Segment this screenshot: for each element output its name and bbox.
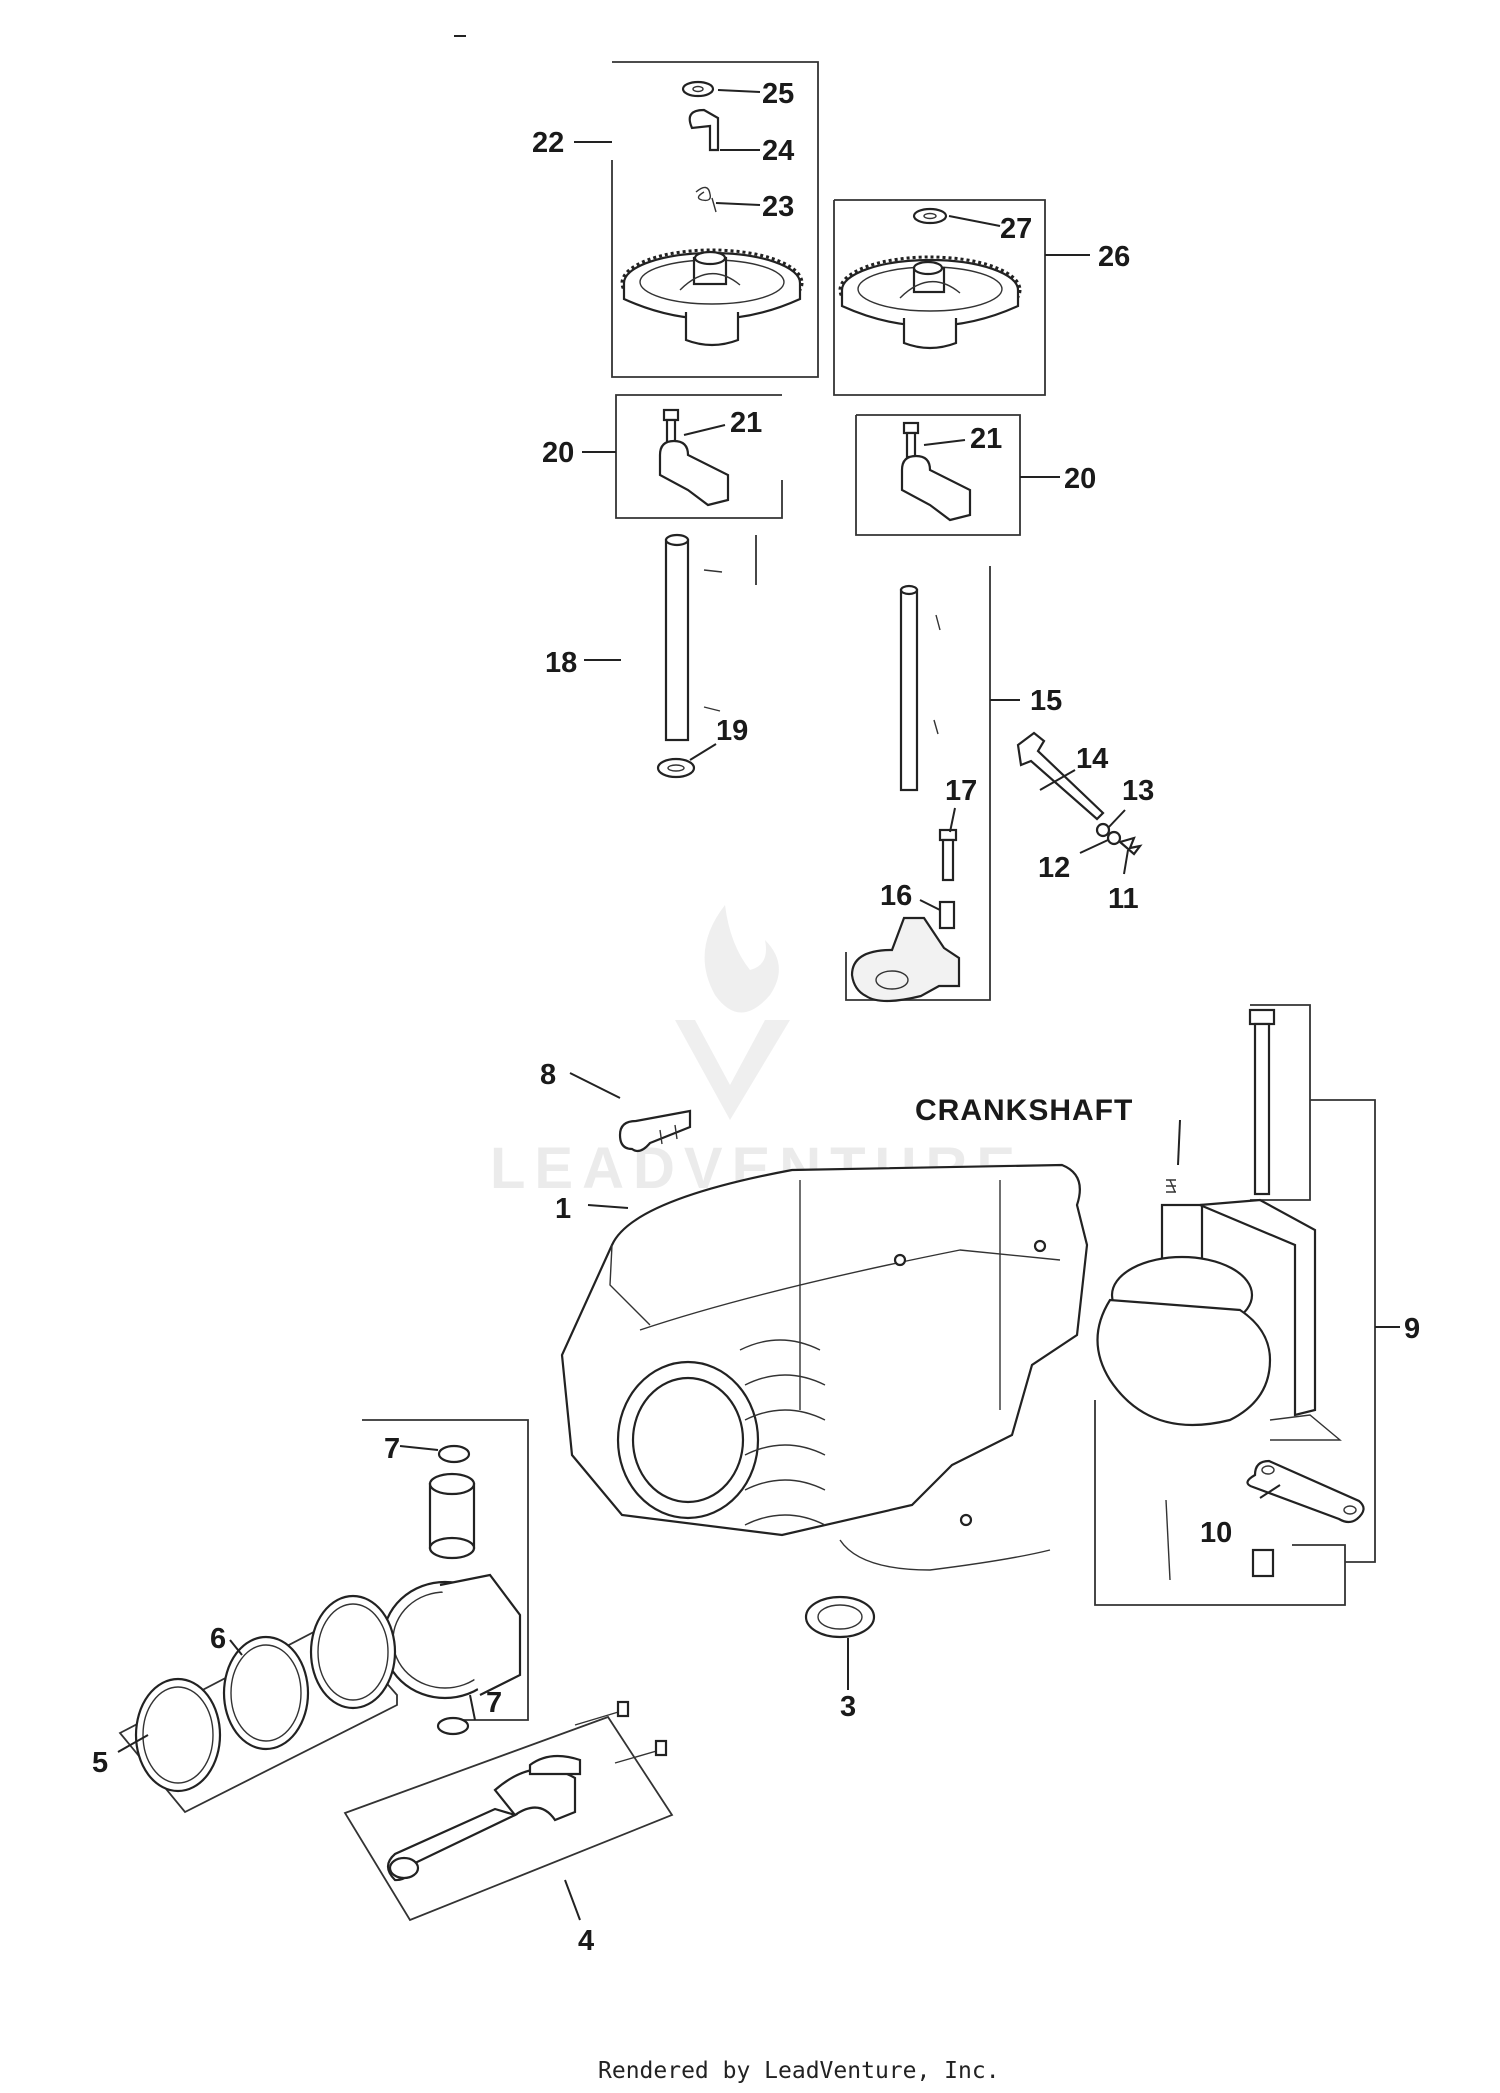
- crankshaft-label: CRANKSHAFT: [915, 1094, 1133, 1127]
- box-rings: [118, 1620, 398, 1814]
- part-link-10: [1246, 1459, 1365, 1524]
- callout-1: 1: [555, 1193, 571, 1225]
- callout-22: 22: [532, 127, 564, 159]
- callout-25: 25: [762, 78, 794, 110]
- part-breather-8: [618, 1109, 692, 1153]
- part-crankshaft: [1096, 1179, 1342, 1441]
- part-connecting-rod-4: [386, 1700, 668, 1882]
- callout-21-right: 21: [970, 423, 1002, 455]
- part-washer-27: [912, 207, 948, 225]
- callout-6: 6: [210, 1623, 226, 1655]
- callout-24: 24: [762, 135, 794, 167]
- watermark-v-icon: [675, 1020, 790, 1120]
- box-26: [833, 199, 1046, 396]
- part-seal-3: [804, 1595, 876, 1639]
- callout-15: 15: [1030, 685, 1062, 717]
- leader-lines: [117, 89, 1400, 1921]
- callout-8: 8: [540, 1059, 556, 1091]
- callout-19: 19: [716, 715, 748, 747]
- part-lever-24: [688, 108, 720, 152]
- part-pin-16: [938, 900, 956, 930]
- part-clip-7-top: [437, 1444, 471, 1464]
- part-crankcase-1: [560, 1163, 1089, 1571]
- callout-20-left: 20: [542, 437, 574, 469]
- callout-23: 23: [762, 191, 794, 223]
- callout-4: 4: [578, 1925, 594, 1957]
- part-bolt-9: [1248, 1008, 1276, 1196]
- crankshaft-key: [1166, 1179, 1176, 1193]
- part-ring-6-b: [309, 1594, 397, 1710]
- callout-13: 13: [1122, 775, 1154, 807]
- box-22: [611, 61, 819, 378]
- part-pump-housing: [850, 916, 961, 1003]
- part-ring-5: [134, 1677, 222, 1793]
- callout-7-top: 7: [384, 1433, 400, 1465]
- footer-text: Rendered by LeadVenture, Inc.: [598, 2058, 1000, 2084]
- part-clip-11: [1117, 836, 1143, 856]
- callout-10: 10: [1200, 1517, 1232, 1549]
- box-15: [845, 566, 991, 1001]
- part-ring-6-a: [222, 1635, 310, 1751]
- box-9-bolt: [1250, 1004, 1311, 1201]
- part-gear-22: [620, 248, 804, 347]
- part-washer-13: [1095, 822, 1111, 838]
- watermark-flame-icon: [704, 905, 779, 1013]
- bracket-9: [1310, 1099, 1376, 1563]
- callout-labels: 25 24 23 22 27 26 21 20 21 20 18 19 15 1…: [92, 78, 1420, 1957]
- callout-9: 9: [1404, 1313, 1420, 1345]
- callout-12: 12: [1038, 852, 1070, 884]
- box-piston: [362, 1419, 529, 1721]
- part-bolt-17: [938, 828, 958, 882]
- part-nut-12: [1106, 830, 1122, 846]
- part-bracket-20-right: [900, 454, 972, 522]
- callout-20-right: 20: [1064, 463, 1096, 495]
- part-gear-26: [838, 255, 1022, 350]
- part-bolt-21-left: [662, 408, 680, 446]
- callout-21-left: 21: [730, 407, 762, 439]
- box-20-right: [855, 414, 1021, 536]
- callout-7-bottom: 7: [486, 1687, 502, 1719]
- box-9-lower: [1094, 1400, 1346, 1606]
- callout-16: 16: [880, 880, 912, 912]
- part-seal-19: [656, 757, 696, 779]
- callout-5: 5: [92, 1747, 108, 1779]
- callout-14: 14: [1076, 743, 1108, 775]
- part-lever-14: [1016, 731, 1105, 821]
- part-wrist-pin: [428, 1472, 476, 1560]
- part-sleeve-10: [1251, 1548, 1275, 1578]
- box-rod: [343, 1715, 674, 1922]
- part-shaft-15: [899, 584, 941, 792]
- callout-17: 17: [945, 775, 977, 807]
- part-bolt-21-right: [902, 421, 920, 459]
- callout-11: 11: [1108, 883, 1139, 915]
- callout-18: 18: [545, 647, 577, 679]
- part-bracket-20-left: [658, 439, 730, 507]
- part-shaft-18: [664, 533, 723, 742]
- callout-3: 3: [840, 1691, 856, 1723]
- part-clip-7-bottom: [436, 1716, 470, 1736]
- part-pin-9: [1165, 1499, 1171, 1581]
- box-20-left: [615, 394, 783, 519]
- callout-27: 27: [1000, 213, 1032, 245]
- part-washer-25: [681, 80, 715, 98]
- callout-26: 26: [1098, 241, 1130, 273]
- part-spring-23: [695, 186, 717, 213]
- part-piston: [381, 1573, 522, 1700]
